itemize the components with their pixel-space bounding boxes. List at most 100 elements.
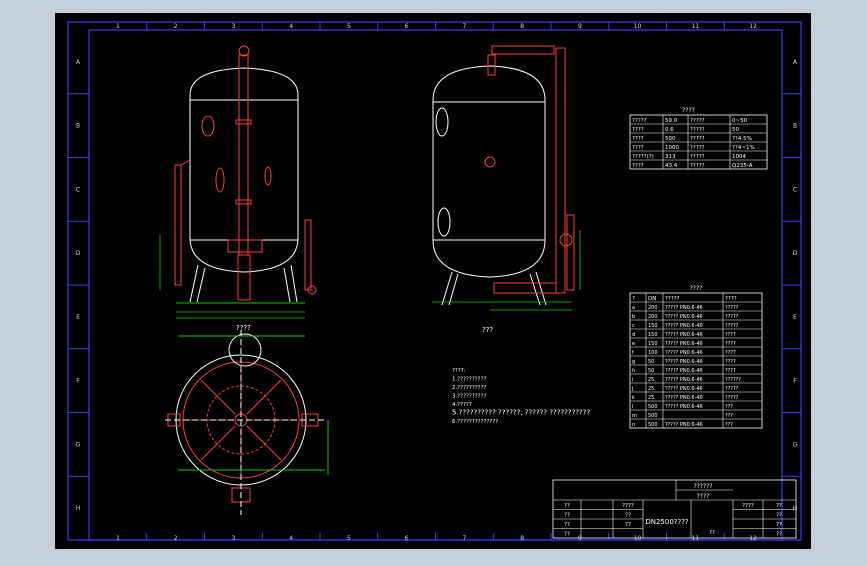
dimension-lines [159, 230, 581, 319]
plan-spoke-line [201, 380, 236, 415]
tech-table-cell: ???? [632, 145, 644, 151]
border-row-label-left: C [76, 186, 80, 193]
tech-table-cell: ?????(?) [632, 154, 654, 160]
tech-table-cell: ????? [690, 145, 705, 151]
nozzle-table-cell: ???? [725, 359, 736, 365]
nozzle-table-header-cell: ? [632, 296, 635, 302]
front-left-pipe [174, 164, 182, 286]
nozzle-table-cell: 500 [648, 413, 658, 419]
border-col-label-top: 4 [289, 23, 293, 30]
nozzle-table-cell: 500 [648, 404, 658, 410]
front-sight-glass-a [215, 167, 225, 193]
nozzle-table-cell: 150 [648, 332, 658, 338]
plan-spoke-line [201, 425, 236, 460]
border-row-label-left: E [76, 314, 80, 321]
border-row-label-left: A [76, 59, 81, 66]
nozzle-table-cell: ????? PN0.6-46 [665, 386, 703, 392]
nozzle-table-cell: 50 [648, 368, 654, 374]
technical-specs-table: ?????????59.0?????0~50????0.6?????50????… [629, 107, 768, 170]
nozzle-table-cell: ????? [725, 323, 739, 329]
nozzle-table-cell: ????? PN0.6-46 [665, 314, 703, 320]
border-col-label-bottom: 8 [520, 535, 524, 542]
tech-table-cell: ????? [690, 136, 705, 142]
tech-table-cell: 43.4 [665, 163, 678, 169]
nozzle-table-cell: ??? [725, 404, 733, 410]
plan-view [165, 330, 329, 515]
border-row-label-right: B [793, 123, 797, 130]
nozzle-table-cell: 200 [648, 314, 658, 320]
tech-table-cell: ??4.5% [732, 136, 752, 142]
border-col-label-top: 2 [174, 23, 178, 30]
front-mid-flange [235, 199, 252, 205]
border-col-label-top: 6 [405, 23, 409, 30]
note-line: 3.?????????? [452, 394, 487, 400]
nozzle-table-cell: i [632, 377, 633, 383]
front-leg-left [189, 264, 199, 303]
nozzle-table-cell: ????? [725, 386, 739, 392]
tech-table-cell: ????? [632, 118, 647, 124]
side-top-header [491, 45, 555, 55]
tech-table-cell: 500 [665, 136, 676, 142]
nozzle-table-cell: ????? PN0.6-46 [665, 395, 703, 401]
plan-view-label: ???? [236, 324, 251, 332]
border-col-label-bottom: 2 [174, 535, 178, 542]
nozzle-table-cell: l [632, 404, 633, 410]
nozzle-table-cell: ???? [725, 332, 736, 338]
nozzle-table-cell: m [632, 413, 637, 419]
nozzle-table-cell: ????? PN0.6-46 [665, 323, 703, 329]
nozzle-table-title: ???? [690, 285, 703, 292]
tech-table-cell: 313 [665, 154, 676, 160]
nozzle-table-cell: ????? PN0.6-46 [665, 332, 703, 338]
title-block-subtitle: ???? [697, 493, 710, 500]
nozzle-table-cell: ????? PN0.6-46 [665, 377, 703, 383]
tech-table-cell: ????? [690, 127, 705, 133]
nozzle-table-frame [629, 292, 763, 429]
border-row-label-right: G [793, 441, 798, 448]
side-riser [487, 54, 496, 76]
border-col-label-bottom: 3 [231, 535, 235, 542]
border-col-label-bottom: 1 [116, 535, 120, 542]
front-leg-right [283, 267, 291, 303]
nozzle-table-header-cell: DN [648, 296, 656, 302]
side-leg-right-b [535, 271, 547, 306]
side-piping [484, 45, 575, 294]
tech-table-cell: ????? [690, 154, 705, 160]
border-row-label-right: F [793, 378, 797, 385]
nozzle-table-cell: n [632, 422, 635, 428]
border-col-label-top: 12 [749, 23, 757, 30]
nozzle-table-cell: 150 [648, 341, 658, 347]
nozzle-table-cell: 150 [648, 323, 658, 329]
nozzle-table-cell: 25 [648, 395, 654, 401]
side-vertical-pipe [555, 47, 566, 294]
title-block-left-label: ?? [564, 522, 570, 528]
nozzle-table-cell: c [632, 323, 635, 329]
nozzle-table-cell: 100 [648, 350, 658, 356]
tech-table-title: ???? [682, 107, 695, 114]
nozzle-table-cell: b [632, 314, 635, 320]
title-block-frame [552, 479, 797, 539]
title-block-drawing-number: DN2500???? [645, 518, 689, 526]
nozzle-table-cell: ?????? [725, 377, 741, 383]
tech-table-cell: ???? [632, 127, 644, 133]
side-bottom-pipe [493, 282, 557, 294]
border-col-label-top: 9 [578, 23, 582, 30]
border-col-label-top: 3 [231, 23, 235, 30]
title-block-mid-label: ?? [625, 522, 631, 528]
title-block-scale-label: ???? [742, 503, 754, 509]
nozzle-table-cell: ????? PN0.6-46 [665, 305, 703, 311]
front-leg-right-b [290, 264, 298, 303]
nozzle-table-cell: d [632, 332, 635, 338]
tech-table-cell: 59.0 [665, 118, 678, 124]
nozzle-table-cell: ??? [725, 422, 733, 428]
tech-table-cell: 1004 [732, 154, 746, 160]
nozzle-table-cell: ???? [725, 341, 736, 347]
title-block-left-label: ?? [564, 503, 570, 509]
front-manhole [201, 115, 215, 137]
tech-table-cell: ????? [690, 163, 705, 169]
front-pipe-top-cap [238, 45, 250, 57]
front-leg-left-b [196, 267, 206, 303]
border-row-label-left: G [76, 441, 81, 448]
